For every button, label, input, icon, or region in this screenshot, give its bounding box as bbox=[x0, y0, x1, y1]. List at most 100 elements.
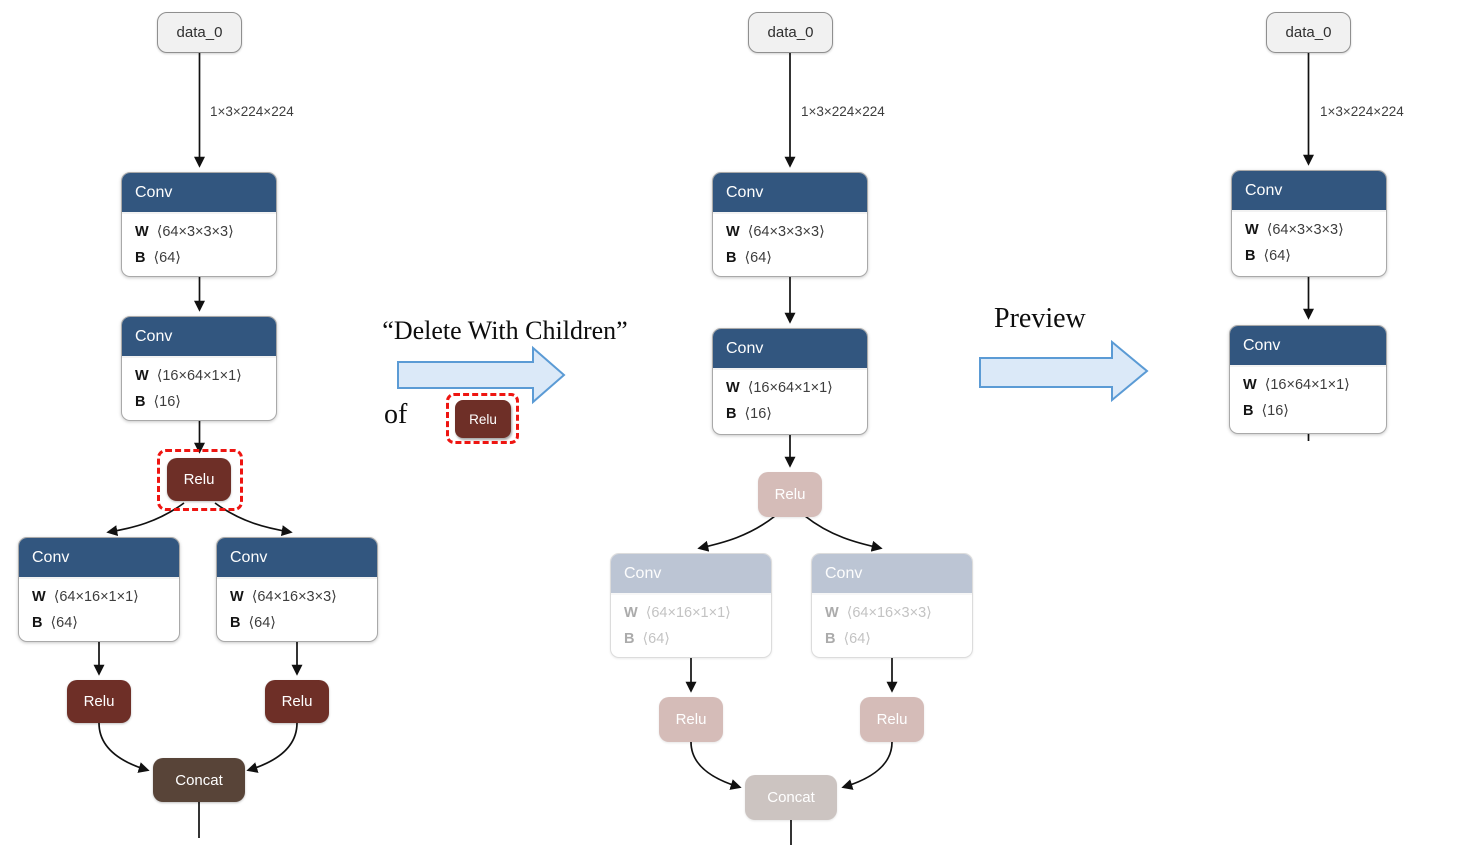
node-relu-branch-right-faded[interactable]: Relu bbox=[860, 697, 924, 742]
node-conv-branch-left-faded[interactable]: Conv W⟨64×16×1×1⟩ B⟨64⟩ bbox=[610, 553, 772, 658]
caption-of: of bbox=[384, 399, 408, 430]
selection-highlight bbox=[157, 449, 243, 511]
weight-key: W bbox=[32, 589, 46, 605]
node-conv-title: Conv bbox=[713, 173, 867, 214]
edge-shape-label: 1×3×224×224 bbox=[1320, 104, 1404, 119]
node-data-input[interactable]: data_0 bbox=[1266, 12, 1351, 53]
node-conv1[interactable]: Conv W⟨64×3×3×3⟩ B⟨64⟩ bbox=[121, 172, 277, 277]
node-conv2[interactable]: Conv W⟨16×64×1×1⟩ B⟨16⟩ bbox=[121, 316, 277, 421]
node-conv-attrs: W⟨64×16×1×1⟩ B⟨64⟩ bbox=[611, 595, 771, 652]
edge bbox=[246, 722, 298, 773]
caption-relu-badge-label: Relu bbox=[469, 411, 497, 427]
edges-marked bbox=[685, 53, 898, 845]
node-data-input[interactable]: data_0 bbox=[157, 12, 242, 53]
bias-key: B bbox=[825, 631, 836, 647]
weight-key: W bbox=[135, 368, 149, 384]
node-data-label: data_0 bbox=[767, 24, 814, 41]
node-conv-title: Conv bbox=[611, 554, 771, 595]
node-relu-label: Relu bbox=[675, 711, 707, 728]
node-conv-title: Conv bbox=[1232, 171, 1386, 212]
weight-key: W bbox=[230, 589, 244, 605]
node-concat[interactable]: Concat bbox=[153, 758, 245, 802]
node-relu-selected[interactable]: Relu bbox=[167, 458, 231, 501]
node-concat-faded[interactable]: Concat bbox=[745, 775, 837, 820]
node-conv-attrs: W ⟨64×16×3×3⟩ B ⟨64⟩ bbox=[812, 595, 972, 652]
caption-delete-with-children: “Delete With Children” bbox=[382, 316, 628, 345]
node-concat-label: Concat bbox=[175, 771, 223, 789]
bias-shape: ⟨64⟩ bbox=[50, 615, 78, 631]
weight-shape: ⟨64×16×1×1⟩ bbox=[645, 605, 731, 621]
node-conv-attrs: W⟨16×64×1×1⟩ B ⟨16⟩ bbox=[713, 370, 867, 427]
node-conv-title: Conv bbox=[812, 554, 972, 595]
weight-key: W bbox=[825, 605, 839, 621]
weight-key: W bbox=[624, 605, 638, 621]
node-relu-branch-right[interactable]: Relu bbox=[265, 680, 329, 723]
node-conv-attrs: W⟨16×64×1×1⟩ B⟨16⟩ bbox=[122, 358, 276, 415]
edge bbox=[697, 515, 776, 552]
weight-shape: ⟨64×16×3×3⟩ bbox=[846, 605, 932, 621]
node-conv2[interactable]: Conv W⟨16×64×1×1⟩ B ⟨16⟩ bbox=[712, 328, 868, 435]
weight-row: W ⟨64×16×1×1⟩ bbox=[624, 600, 771, 626]
weight-key: W bbox=[726, 224, 740, 240]
node-relu-branch-left-faded[interactable]: Relu bbox=[659, 697, 723, 742]
node-relu-label: Relu bbox=[774, 486, 806, 503]
node-conv-branch-right-faded[interactable]: Conv W ⟨64×16×3×3⟩ B ⟨64⟩ bbox=[811, 553, 973, 658]
bias-key: B bbox=[230, 615, 241, 631]
bias-shape: ⟨16⟩ bbox=[744, 406, 772, 422]
bias-key: B bbox=[1245, 248, 1256, 264]
weight-shape: ⟨64×3×3×3⟩ bbox=[156, 224, 234, 240]
node-conv-title: Conv bbox=[122, 173, 276, 214]
weight-shape: ⟨16×64×1×1⟩ bbox=[747, 380, 833, 396]
weight-row: W⟨64×16×3×3⟩ bbox=[230, 584, 377, 610]
bias-shape: ⟨64⟩ bbox=[248, 615, 276, 631]
node-conv-branch-right[interactable]: Conv W⟨64×16×3×3⟩ B ⟨64⟩ bbox=[216, 537, 378, 642]
node-relu-label: Relu bbox=[876, 711, 908, 728]
caption-preview: Preview bbox=[994, 303, 1086, 334]
bias-key: B bbox=[32, 615, 43, 631]
weight-shape: ⟨64×3×3×3⟩ bbox=[1266, 222, 1344, 238]
node-data-label: data_0 bbox=[1285, 24, 1332, 41]
node-conv-branch-left[interactable]: Conv W⟨64×16×1×1⟩ B⟨64⟩ bbox=[18, 537, 180, 642]
weight-shape: ⟨64×3×3×3⟩ bbox=[747, 224, 825, 240]
bias-row: B ⟨64⟩ bbox=[230, 610, 377, 636]
edge bbox=[804, 515, 883, 552]
node-conv-attrs: W⟨64×3×3×3⟩ B ⟨64⟩ bbox=[1232, 212, 1386, 269]
node-conv-attrs: W⟨64×3×3×3⟩ B⟨64⟩ bbox=[713, 214, 867, 271]
node-concat-label: Concat bbox=[767, 789, 815, 806]
node-relu-selected-faded[interactable]: Relu bbox=[758, 472, 822, 517]
node-conv-title: Conv bbox=[217, 538, 377, 579]
bias-row: B⟨16⟩ bbox=[1243, 398, 1386, 424]
bias-shape: ⟨64⟩ bbox=[153, 250, 181, 266]
node-relu-label: Relu bbox=[281, 693, 313, 710]
bias-shape: ⟨64⟩ bbox=[744, 250, 772, 266]
weight-shape: ⟨16×64×1×1⟩ bbox=[1264, 377, 1350, 393]
node-conv1[interactable]: Conv W⟨64×3×3×3⟩ B ⟨64⟩ bbox=[1231, 170, 1387, 277]
bias-shape: ⟨64⟩ bbox=[843, 631, 871, 647]
bias-row: B⟨16⟩ bbox=[135, 389, 276, 415]
delete-arrow-icon bbox=[397, 345, 566, 405]
node-data-input[interactable]: data_0 bbox=[748, 12, 833, 53]
edge bbox=[98, 722, 150, 773]
weight-shape: ⟨64×16×1×1⟩ bbox=[53, 589, 139, 605]
bias-shape: ⟨16⟩ bbox=[1261, 403, 1289, 419]
bias-row: B ⟨16⟩ bbox=[726, 401, 867, 427]
node-conv-title: Conv bbox=[713, 329, 867, 370]
node-relu-branch-left[interactable]: Relu bbox=[67, 680, 131, 723]
node-conv1[interactable]: Conv W⟨64×3×3×3⟩ B⟨64⟩ bbox=[712, 172, 868, 277]
node-conv2[interactable]: Conv W⟨16×64×1×1⟩ B⟨16⟩ bbox=[1229, 325, 1387, 434]
weight-row: W⟨64×3×3×3⟩ bbox=[1245, 217, 1386, 243]
node-data-label: data_0 bbox=[176, 24, 223, 41]
bias-key: B bbox=[726, 406, 737, 422]
weight-row: W ⟨64×3×3×3⟩ bbox=[726, 219, 867, 245]
bias-row: B ⟨64⟩ bbox=[32, 610, 179, 636]
weight-row: W⟨16×64×1×1⟩ bbox=[726, 375, 867, 401]
bias-row: B ⟨64⟩ bbox=[1245, 243, 1386, 269]
caption-relu-badge: Relu bbox=[455, 400, 511, 438]
bias-shape: ⟨64⟩ bbox=[1263, 248, 1291, 264]
bias-key: B bbox=[624, 631, 635, 647]
preview-arrow-icon bbox=[979, 339, 1149, 403]
node-conv-attrs: W⟨64×3×3×3⟩ B⟨64⟩ bbox=[122, 214, 276, 271]
edge-shape-label: 1×3×224×224 bbox=[210, 104, 294, 119]
caption-relu-highlight bbox=[446, 393, 519, 444]
edge bbox=[690, 741, 742, 790]
